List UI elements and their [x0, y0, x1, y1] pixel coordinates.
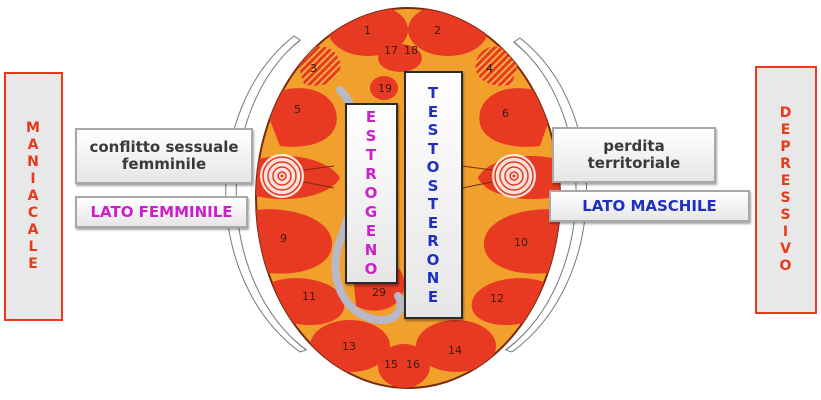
letter: P [780, 139, 792, 155]
right-target-icon [461, 154, 536, 198]
letter: G [364, 203, 379, 221]
letter: E [365, 222, 378, 240]
letter: L [28, 239, 39, 255]
relay-13 [310, 320, 390, 372]
relay-number: 14 [448, 344, 462, 357]
letter: T [427, 84, 440, 102]
letter: E [427, 213, 440, 232]
relay-number: 10 [514, 236, 528, 249]
letter: E [365, 108, 378, 126]
left-conflict-line-1: conflitto sessuale [89, 138, 239, 156]
letter: S [427, 121, 440, 139]
relay-number: 12 [490, 292, 504, 305]
letter: E [28, 256, 39, 272]
relay-number: 2 [434, 24, 441, 37]
relay-number: 18 [404, 44, 418, 57]
relay-number: 9 [280, 232, 287, 245]
letter: N [27, 154, 40, 170]
relay-numbers: 1 2 3 4 5 6 9 10 11 12 13 14 15 16 17 18… [280, 24, 528, 371]
letter: N [426, 269, 441, 287]
letter: A [27, 222, 40, 238]
letter: D [779, 105, 793, 121]
letter: C [27, 205, 40, 221]
relay-number: 16 [406, 358, 420, 371]
relay-10 [483, 209, 560, 274]
relay-number: 15 [384, 358, 398, 371]
letter: E [427, 102, 440, 121]
relay-14 [416, 320, 496, 372]
relay-number: 19 [378, 82, 392, 95]
lato-femminile-label: LATO FEMMINILE [90, 203, 233, 221]
relay-19 [370, 76, 398, 100]
relay-number: 6 [502, 107, 509, 120]
letter: N [364, 241, 379, 259]
relay-number: 5 [294, 103, 301, 116]
letter: I [782, 224, 790, 240]
right-conflict-line-1: perdita [603, 137, 665, 155]
letter: S [365, 127, 378, 145]
relay-number: 13 [342, 340, 356, 353]
letter: E [780, 173, 792, 189]
relay-9 [256, 209, 333, 274]
letter: S [780, 190, 792, 206]
relay-3 [296, 46, 341, 86]
relay-number: 17 [384, 44, 398, 57]
letter: R [365, 165, 378, 183]
relay-11 [272, 278, 345, 326]
lato-maschile-label: LATO MASCHILE [582, 197, 717, 215]
letter: V [780, 241, 792, 257]
relay-number: 1 [364, 24, 371, 37]
letter: E [427, 287, 440, 306]
letter: R [427, 232, 440, 250]
letter: O [364, 184, 379, 202]
letter: O [426, 250, 441, 269]
relay-number: 11 [302, 290, 316, 303]
letter: R [780, 156, 792, 172]
letter: M [26, 120, 41, 136]
letter: A [27, 188, 40, 204]
relay-5 [262, 88, 337, 147]
letter: O [779, 258, 793, 274]
letter: T [427, 195, 440, 213]
lato-maschile-box: LATO MASCHILE [549, 190, 750, 222]
right-conflict-line-2: territoriale [587, 154, 681, 172]
letter: O [426, 158, 441, 176]
lato-femminile-box: LATO FEMMINILE [75, 196, 248, 228]
left-conflict-box: conflitto sessuale femminile [75, 128, 253, 184]
letter: A [27, 137, 40, 153]
letter: I [30, 171, 37, 187]
relay-number: 3 [310, 62, 317, 75]
relay-number: 29 [372, 286, 386, 299]
left-target-icon [260, 154, 335, 198]
relay-number: 4 [486, 62, 493, 75]
left-conflict-line-2: femminile [121, 155, 207, 173]
relay-2 [408, 8, 488, 56]
relay-6 [479, 88, 556, 147]
letter: O [364, 260, 379, 278]
right-conflict-box: perdita territoriale [552, 127, 716, 183]
letter: T [427, 139, 440, 158]
letter: E [780, 122, 792, 138]
letter: S [780, 207, 792, 223]
letter: T [365, 146, 378, 164]
relay-15-16 [378, 344, 430, 388]
relay-4 [475, 46, 520, 86]
letter: S [427, 176, 440, 195]
relay-17-18 [378, 44, 422, 72]
relay-12 [471, 278, 544, 326]
